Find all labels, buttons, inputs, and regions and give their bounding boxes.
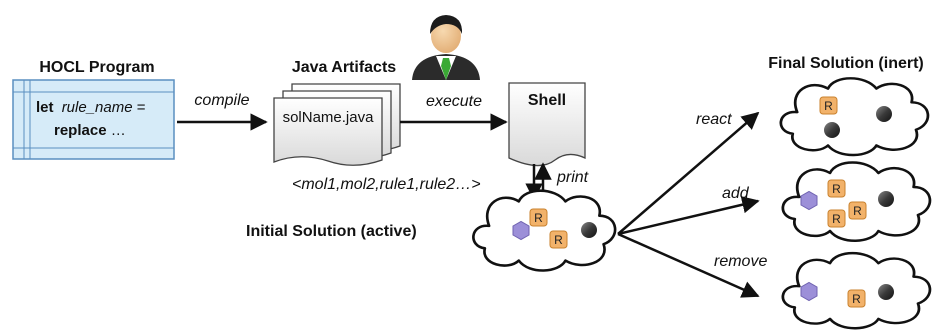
svg-text:R: R <box>832 182 841 196</box>
remove-molecules: R <box>800 281 894 308</box>
remove-arrow <box>617 232 760 298</box>
ball-molecule <box>876 106 892 122</box>
hexagon-molecule <box>512 220 530 241</box>
react-arrow <box>617 111 760 235</box>
rule-molecule: R <box>549 230 568 249</box>
add-molecules: R R R <box>800 179 894 228</box>
ball-molecule <box>878 284 894 300</box>
add-label: add <box>722 185 750 202</box>
initial-solution-title: Initial Solution (active) <box>246 223 417 240</box>
svg-text:R: R <box>853 204 862 218</box>
shell-title: Shell <box>528 92 566 109</box>
svg-text:R: R <box>832 212 841 226</box>
svg-text:R: R <box>534 211 543 225</box>
svg-text:R: R <box>852 292 861 306</box>
rule-molecule: R <box>848 201 867 220</box>
java-artifacts-stack <box>273 83 401 166</box>
add-arrow <box>617 196 760 236</box>
rule-molecule: R <box>827 209 846 228</box>
hexagon-molecule <box>800 190 818 211</box>
rule-molecule: R <box>529 208 548 227</box>
react-molecules: R <box>819 96 892 138</box>
shell-document <box>508 82 586 167</box>
hocl-code-line-2: replace … <box>54 122 126 139</box>
initial-molecules: R R <box>512 208 597 249</box>
rule-molecule: R <box>827 179 846 198</box>
hocl-rule-name: rule_name <box>62 99 133 116</box>
svg-text:R: R <box>554 233 563 247</box>
rule-molecule: R <box>847 289 866 308</box>
ball-molecule <box>878 191 894 207</box>
execute-label: execute <box>426 93 482 110</box>
hocl-program-title: HOCL Program <box>39 59 154 76</box>
java-artifacts-title: Java Artifacts <box>292 59 396 76</box>
compile-label: compile <box>194 92 249 109</box>
hocl-ellipsis: … <box>111 122 126 139</box>
ball-molecule <box>824 122 840 138</box>
hocl-let-keyword: let <box>36 99 54 116</box>
hocl-replace-keyword: replace <box>54 122 107 139</box>
molecule-tuple: <mol1,mol2,rule1,rule2…> <box>292 176 481 193</box>
hexagon-molecule <box>800 281 818 302</box>
hocl-code-line-1: let rule_name = <box>36 99 146 116</box>
print-label: print <box>556 169 589 186</box>
svg-text:R: R <box>824 99 833 113</box>
java-file-name: solName.java <box>283 109 375 126</box>
rule-molecule: R <box>819 96 838 115</box>
final-cloud-react <box>779 76 930 157</box>
remove-label: remove <box>714 253 767 270</box>
hocl-program-box <box>12 79 175 160</box>
ball-molecule <box>581 222 597 238</box>
react-label: react <box>696 111 732 128</box>
final-solution-title: Final Solution (inert) <box>768 55 924 72</box>
user-icon <box>412 15 480 80</box>
hocl-equals: = <box>137 99 146 116</box>
